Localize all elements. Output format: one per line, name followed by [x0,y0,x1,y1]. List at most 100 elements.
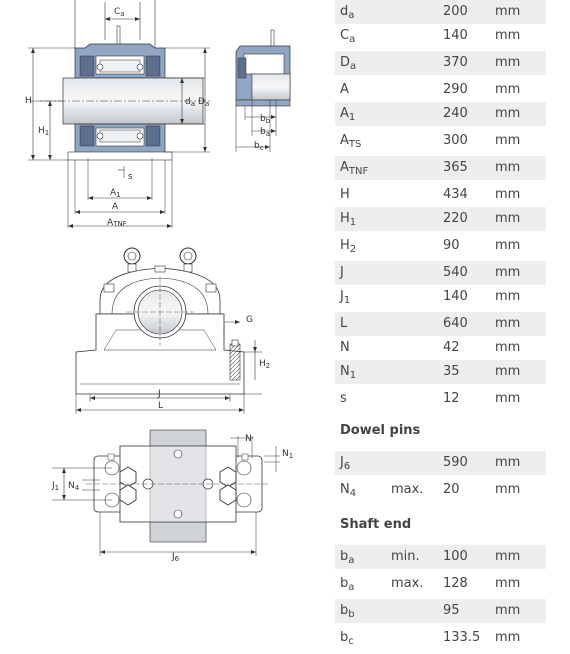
spec-symbol-letter: N [340,340,350,355]
section-view-drawing: Ca H [25,0,210,228]
dim-label-H2: H2 [259,359,270,370]
spec-symbol: bb [340,599,355,627]
front-view-drawing: G H2 J L [75,247,270,414]
spec-symbol: J6 [340,451,350,479]
spec-row: Ca 140 mm [335,24,546,48]
spec-symbol: bc [340,626,354,654]
spec-unit: mm [495,340,521,355]
spec-unit: mm [495,391,521,406]
spec-value: 35 [443,364,460,379]
spec-unit: mm [495,28,521,43]
spec-value: 20 [443,482,460,497]
spec-unit: mm [495,265,521,280]
dim-label-J: J [157,389,161,399]
spec-value: 240 [443,106,468,121]
spec-symbol-letter: H [340,187,350,202]
spec-symbol-letter: b [340,603,349,618]
spec-symbol: ba [340,572,354,600]
dim-label-N4: N4 [68,481,80,492]
dim-label-ATNF: ATNF [107,218,127,228]
spec-symbol-subscript: 6 [343,461,351,472]
spec-symbol: N1 [340,360,356,388]
dim-label-H1: H1 [38,126,49,137]
spec-row: ATS 300 mm [335,129,546,153]
spec-symbol-letter: J [340,455,344,470]
spec-value: 140 [443,28,468,43]
spec-symbol-subscript: b [348,609,355,620]
spec-symbol-letter: J [340,265,344,280]
spec-row: H2 90 mm [335,234,546,258]
spec-value: 370 [443,55,468,70]
spec-value: 133.5 [443,630,481,645]
spec-row: N1 35 mm [335,360,546,384]
spec-value: 290 [443,82,468,97]
spec-value: 140 [443,289,468,304]
spec-symbol-subscript: 2 [349,244,357,255]
spec-unit: mm [495,238,521,253]
spec-symbol: N4 [340,478,356,506]
spec-symbol-subscript: a [348,10,355,21]
spec-unit: mm [495,364,521,379]
spec-symbol: L [340,312,347,336]
dim-label-da: da [185,97,195,108]
spec-unit: mm [495,106,521,121]
dim-label-s: s [128,172,133,182]
spec-unit: mm [495,133,521,148]
spec-symbol: Da [340,51,356,79]
dim-label-bb: bb [260,114,271,125]
dim-label-H: H [25,96,32,106]
spec-symbol: ba [340,545,354,573]
spec-symbol-letter: C [340,28,350,43]
spec-symbol-subscript: 1 [349,370,357,381]
spec-value: 220 [443,211,468,226]
spec-row: A 290 mm [335,78,546,102]
spec-symbol: s [340,387,347,411]
spec-value: 42 [443,340,460,355]
spec-symbol-subscript: TS [348,139,362,150]
spec-symbol-subscript: 1 [348,112,356,123]
spec-symbol-letter: N [340,364,350,379]
spec-value: 540 [443,265,468,280]
spec-unit: mm [495,160,521,175]
spec-symbol-letter: D [340,55,351,70]
dim-label-L: L [158,401,163,411]
spec-unit: mm [495,455,521,470]
shaft-end-drawing: bb ba bc [235,29,291,152]
spec-symbol-letter: N [340,482,350,497]
spec-unit: mm [495,576,521,591]
spec-unit: mm [495,482,521,497]
spec-value: 90 [443,238,460,253]
spec-symbol-letter: b [340,576,349,591]
dim-label-J1: J1 [51,481,59,492]
spec-value: 300 [443,133,468,148]
spec-unit: mm [495,549,521,564]
spec-symbol-letter: b [340,630,349,645]
spec-value: 12 [443,391,460,406]
spec-symbol: H [340,183,350,207]
spec-symbol: A [340,78,349,102]
spec-qualifier: max. [391,576,424,591]
spec-unit: mm [495,316,521,331]
spec-symbol: J [340,261,344,285]
spec-unit: mm [495,82,521,97]
spec-symbol-letter: J [340,289,344,304]
spec-symbol-letter: L [340,316,348,331]
spec-value: 200 [443,4,468,19]
spec-symbol-letter: A [340,133,349,148]
spec-symbol-subscript: a [349,34,356,45]
spec-symbol-subscript: a [350,61,357,72]
spec-symbol-letter: H [340,238,350,253]
